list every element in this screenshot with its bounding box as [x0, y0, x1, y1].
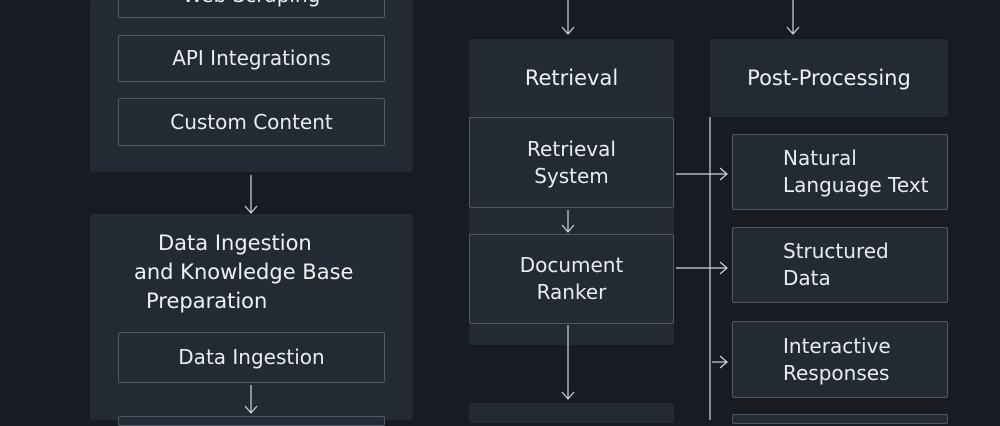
web-scraping-label: Web Scraping: [183, 0, 321, 9]
document-ranker-node: Document Ranker: [469, 234, 674, 324]
ingestion-title-line-2: and Knowledge Base: [134, 260, 354, 284]
arrow-to-natural-language-text: [676, 167, 728, 181]
natural-language-text-label: Natural Language Text: [783, 146, 929, 197]
post-processing-header: Post-Processing: [747, 66, 911, 90]
natural-language-text-node: Natural Language Text: [732, 134, 948, 210]
interactive-responses-node: Interactive Responses: [732, 321, 948, 398]
data-ingestion-label: Data Ingestion: [178, 345, 325, 369]
retrieval-header: Retrieval: [524, 66, 619, 90]
post-processing-header-panel: [710, 39, 948, 117]
retrieval-system-label: Retrieval System: [527, 136, 616, 188]
arrow-into-post-processing: [786, 0, 800, 35]
ingestion-title-line-3: Preparation: [146, 289, 268, 313]
arrow-ranker-down: [561, 325, 575, 400]
structured-data-label: Structured Data: [783, 239, 889, 290]
api-integrations-node: API Integrations: [118, 35, 385, 82]
custom-content-label: Custom Content: [170, 109, 333, 134]
arrow-ingestion-down: [244, 385, 258, 414]
data-ingestion-node: Data Ingestion: [118, 332, 385, 383]
document-ranker-label: Document Ranker: [519, 253, 624, 304]
structured-data-node: Structured Data: [732, 227, 948, 303]
web-scraping-node: Web Scraping: [118, 0, 385, 18]
arrow-retrieval-to-ranker: [561, 210, 575, 233]
arrow-to-interactive-responses: [712, 355, 728, 369]
interactive-responses-label: Interactive Responses: [783, 333, 891, 385]
arrow-to-structured-data: [676, 261, 728, 275]
retrieval-header-panel: [469, 39, 674, 117]
retrieval-system-node: Retrieval System: [469, 117, 674, 208]
api-integrations-label: API Integrations: [172, 46, 331, 70]
ingestion-title-line-1: Data Ingestion: [158, 231, 312, 255]
arrow-sources-to-ingestion: [244, 175, 258, 214]
custom-content-node: Custom Content: [118, 98, 385, 146]
retrieval-bottom-panel: [469, 403, 674, 423]
arrow-into-retrieval: [561, 0, 575, 35]
